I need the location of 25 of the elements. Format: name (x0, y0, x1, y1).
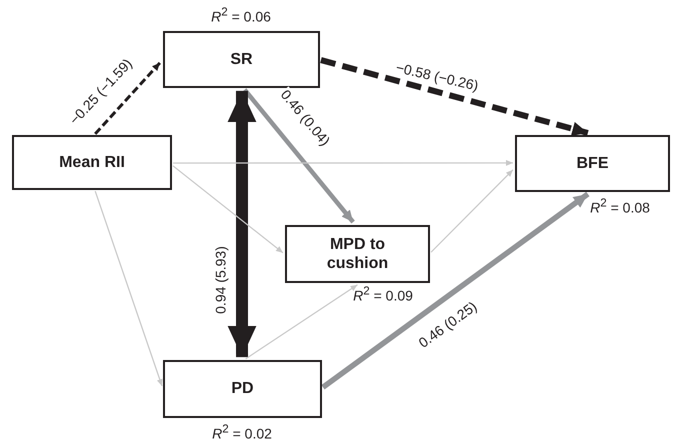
path-arrow (430, 169, 514, 253)
path-arrow (94, 190, 163, 386)
variable-name: PD (231, 379, 254, 399)
path-arrow (320, 57, 589, 136)
variable-box (285, 225, 430, 283)
r-squared-label: R$^{2}$ = 0.02 (212, 422, 272, 442)
edge-label: 0.94 (5.93) (213, 245, 229, 315)
variable-name: BFE (576, 154, 608, 174)
path-arrow (242, 88, 355, 224)
path-arrow (321, 192, 590, 390)
path-arrow (172, 160, 513, 166)
r-squared-label: R$^{2}$ = 0.09 (353, 284, 413, 304)
variable-box (515, 135, 670, 192)
variable-box (163, 31, 320, 88)
variable-name: SR (230, 50, 253, 70)
path-arrow (245, 284, 358, 360)
variable-name: MPD to cushion (326, 234, 390, 274)
r-squared-label: R$^{2}$ = 0.06 (211, 6, 271, 24)
path-arrow (172, 165, 284, 254)
variable-box (163, 360, 322, 418)
double-arrow (228, 90, 256, 358)
path-arrow (94, 62, 161, 135)
variable-box (12, 135, 172, 190)
variable-name: Mean RII (59, 152, 125, 172)
r-squared-label: R$^{2}$ = 0.08 (590, 196, 650, 216)
